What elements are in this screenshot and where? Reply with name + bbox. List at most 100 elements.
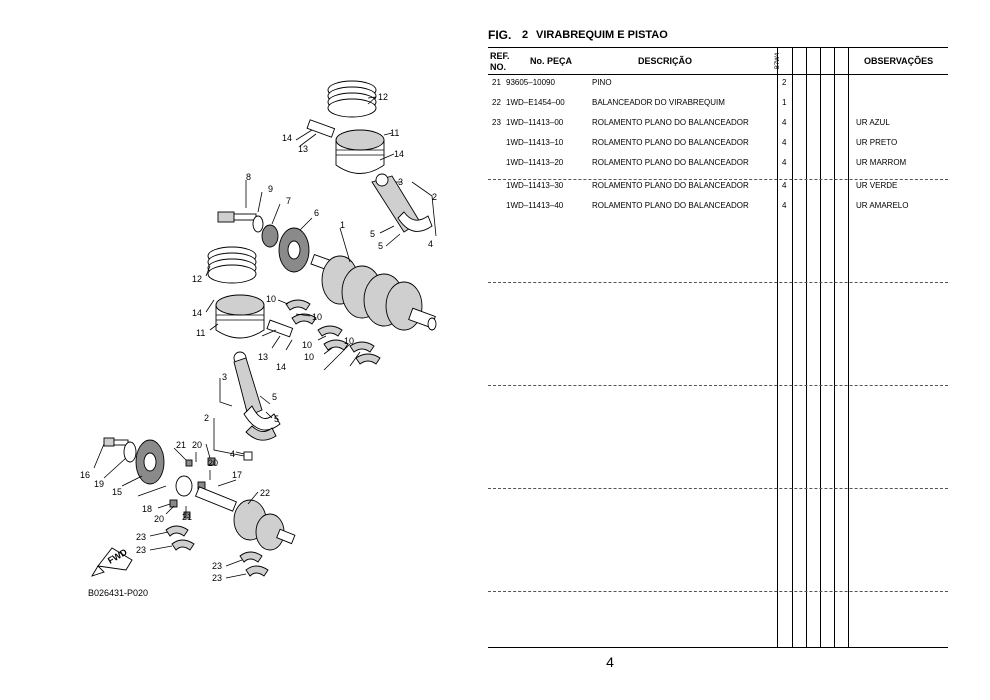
remarks-cell: UR AZUL <box>856 118 890 127</box>
description-cell: ROLAMENTO PLANO DO BALANCEADOR <box>592 158 749 167</box>
remarks-cell: UR PRETO <box>856 138 898 147</box>
callout: 8 <box>246 172 251 182</box>
callout: 11 <box>196 328 205 338</box>
figure-header: FIG. 2 VIRABREQUIM E PISTAO <box>488 28 948 46</box>
callout: 14 <box>394 149 404 159</box>
callout: 20 <box>154 514 164 524</box>
part-number-cell: 1WD–11413–30 <box>506 181 564 190</box>
callout: 2 <box>204 413 209 423</box>
callout: 3 <box>222 372 227 382</box>
callout: 16 <box>80 470 90 480</box>
exploded-parts-diagram: FWD <box>80 80 437 598</box>
description-cell: BALANCEADOR DO VIRABREQUIM <box>592 98 725 107</box>
page-number: 4 <box>606 654 614 670</box>
header-divider <box>488 74 948 75</box>
callout: 5 <box>370 229 375 239</box>
callout: 19 <box>94 479 104 489</box>
row-separator <box>488 179 948 180</box>
callout: 13 <box>258 352 268 362</box>
callout: 14 <box>282 133 292 143</box>
description-cell: ROLAMENTO PLANO DO BALANCEADOR <box>592 138 749 147</box>
balancer-gear-assembly <box>103 437 165 485</box>
callout: 14 <box>276 362 286 372</box>
callout: 23 <box>136 545 146 555</box>
figure-title: VIRABREQUIM E PISTAO <box>536 29 668 41</box>
callout: 23 <box>212 561 222 571</box>
callout: 20 <box>192 440 202 450</box>
callout: 13 <box>298 144 308 154</box>
row-separator <box>488 591 948 592</box>
balancer-bearings <box>165 525 269 577</box>
column-divider <box>820 48 821 647</box>
description-header: DESCRIÇÃO <box>638 56 693 66</box>
figure-number: 2 <box>522 29 529 41</box>
callout: 7 <box>286 196 291 206</box>
description-cell: ROLAMENTO PLANO DO BALANCEADOR <box>592 201 749 210</box>
row-separator <box>488 488 948 489</box>
remarks-header: OBSERVAÇÕES <box>864 56 934 66</box>
part-number-cell: 1WD–11413–20 <box>506 158 564 167</box>
description-cell: ROLAMENTO PLANO DO BALANCEADOR <box>592 118 749 127</box>
callout: 12 <box>378 92 388 102</box>
upper-connecting-rod <box>371 173 433 233</box>
qty-cell: 2 <box>782 78 787 87</box>
callout: 1 <box>340 220 345 230</box>
callout: 18 <box>142 504 152 514</box>
qty-cell: 4 <box>782 118 787 127</box>
callout: 4 <box>230 449 235 459</box>
callout: 5 <box>272 392 277 402</box>
remarks-cell: UR MARROM <box>856 158 907 167</box>
bolt <box>217 211 257 223</box>
callout: 10 <box>312 312 322 322</box>
upper-piston-rings <box>327 80 377 118</box>
callout: 23 <box>136 532 146 542</box>
callout: 10 <box>266 294 276 304</box>
part-number-cell: 1WD–11413–40 <box>506 201 564 210</box>
part-number-cell: 1WD–E1454–00 <box>506 98 565 107</box>
callout: 3 <box>398 177 403 187</box>
washer <box>252 215 264 233</box>
lower-piston-pin <box>266 319 294 338</box>
callout: 10 <box>304 352 314 362</box>
model-header: B7W4 <box>775 52 782 70</box>
description-cell: ROLAMENTO PLANO DO BALANCEADOR <box>592 181 749 190</box>
part-number-cell: 1WD–11413–00 <box>506 118 564 127</box>
callout: 5 <box>274 414 279 424</box>
callout: 11 <box>390 128 399 138</box>
row-separator <box>488 385 948 386</box>
figure-label: FIG. <box>488 28 512 42</box>
ref-cell: 21 <box>492 78 501 87</box>
qty-cell: 4 <box>782 201 787 210</box>
forward-arrow-icon: FWD <box>90 547 133 577</box>
callout: 10 <box>302 340 312 350</box>
part-number-cell: 93605–10090 <box>506 78 555 87</box>
callout: 17 <box>232 470 242 480</box>
callout: 10 <box>344 336 354 346</box>
column-divider <box>806 48 807 647</box>
callout: 2 <box>432 192 437 202</box>
ref-cell: 22 <box>492 98 501 107</box>
upper-piston <box>335 129 385 174</box>
callout-numbers: 12 14 13 11 14 3 2 8 9 7 6 1 5 5 4 12 14… <box>80 92 437 583</box>
lower-piston-rings <box>207 246 257 284</box>
diagram-code: B026431-P020 <box>88 588 148 598</box>
lower-connecting-rod <box>233 351 281 461</box>
callout: 20 <box>208 458 218 468</box>
ref-no-header: REF. NO. <box>490 51 510 72</box>
parts-table: REF. NO. No. PEÇA DESCRIÇÃO B7W4 OBSERVA… <box>488 47 948 648</box>
crankshaft <box>310 253 437 331</box>
qty-cell: 4 <box>782 138 787 147</box>
callout: 12 <box>192 274 202 284</box>
callout: 6 <box>314 208 319 218</box>
column-divider <box>848 48 849 647</box>
qty-cell: 1 <box>782 98 787 107</box>
upper-piston-pin <box>306 119 336 138</box>
callout: 22 <box>260 488 270 498</box>
balancer-shaft <box>175 475 296 551</box>
callout: 14 <box>192 308 202 318</box>
callout: 15 <box>112 487 122 497</box>
row-separator <box>488 282 948 283</box>
remarks-cell: UR AMARELO <box>856 201 909 210</box>
callout: 4 <box>428 239 433 249</box>
qty-cell: 4 <box>782 158 787 167</box>
